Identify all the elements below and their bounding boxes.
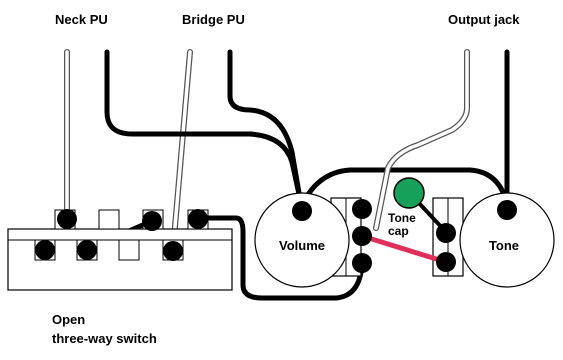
volume-label: Volume [279, 238, 325, 253]
bridge-pu-hot-wire [227, 49, 305, 213]
tone-pot: Tone [432, 192, 555, 288]
volume-pot: Volume [254, 192, 362, 288]
switch-lug [98, 209, 120, 230]
bridge-pu-label: Bridge PU [182, 12, 245, 27]
tone-cap-label-2: cap [388, 224, 409, 238]
switch-to-volume-wire [197, 215, 365, 301]
bridge-pu-shielded-wire [170, 49, 193, 253]
switch-label-2: three-way switch [52, 331, 157, 346]
output-jack-label: Output jack [448, 12, 520, 27]
solder-joints [35, 199, 517, 273]
solder-joint [352, 199, 372, 219]
tone-cap [393, 177, 425, 209]
solder-joint [436, 252, 456, 272]
solder-joint [142, 211, 162, 231]
solder-joint [292, 201, 312, 221]
switch-lug [118, 239, 140, 261]
solder-joint [35, 240, 55, 260]
neck-pu-hot-wire [104, 49, 305, 211]
tone-cap-jumper [359, 233, 449, 265]
tone-label: Tone [489, 238, 519, 253]
solder-joint [163, 241, 183, 261]
solder-joint [57, 209, 77, 229]
neck-pu-label: Neck PU [55, 12, 108, 27]
solder-joint [436, 223, 456, 243]
switch-label-1: Open [52, 312, 85, 327]
tone-cap-label-1: Tone [388, 211, 416, 225]
output-jack-shielded-wire [373, 49, 470, 231]
solder-joint [352, 253, 372, 273]
solder-joint [77, 240, 97, 260]
volume-to-tone-wire [299, 167, 510, 208]
solder-joint [497, 200, 517, 220]
solder-joint [188, 209, 208, 229]
solder-joint [352, 226, 372, 246]
